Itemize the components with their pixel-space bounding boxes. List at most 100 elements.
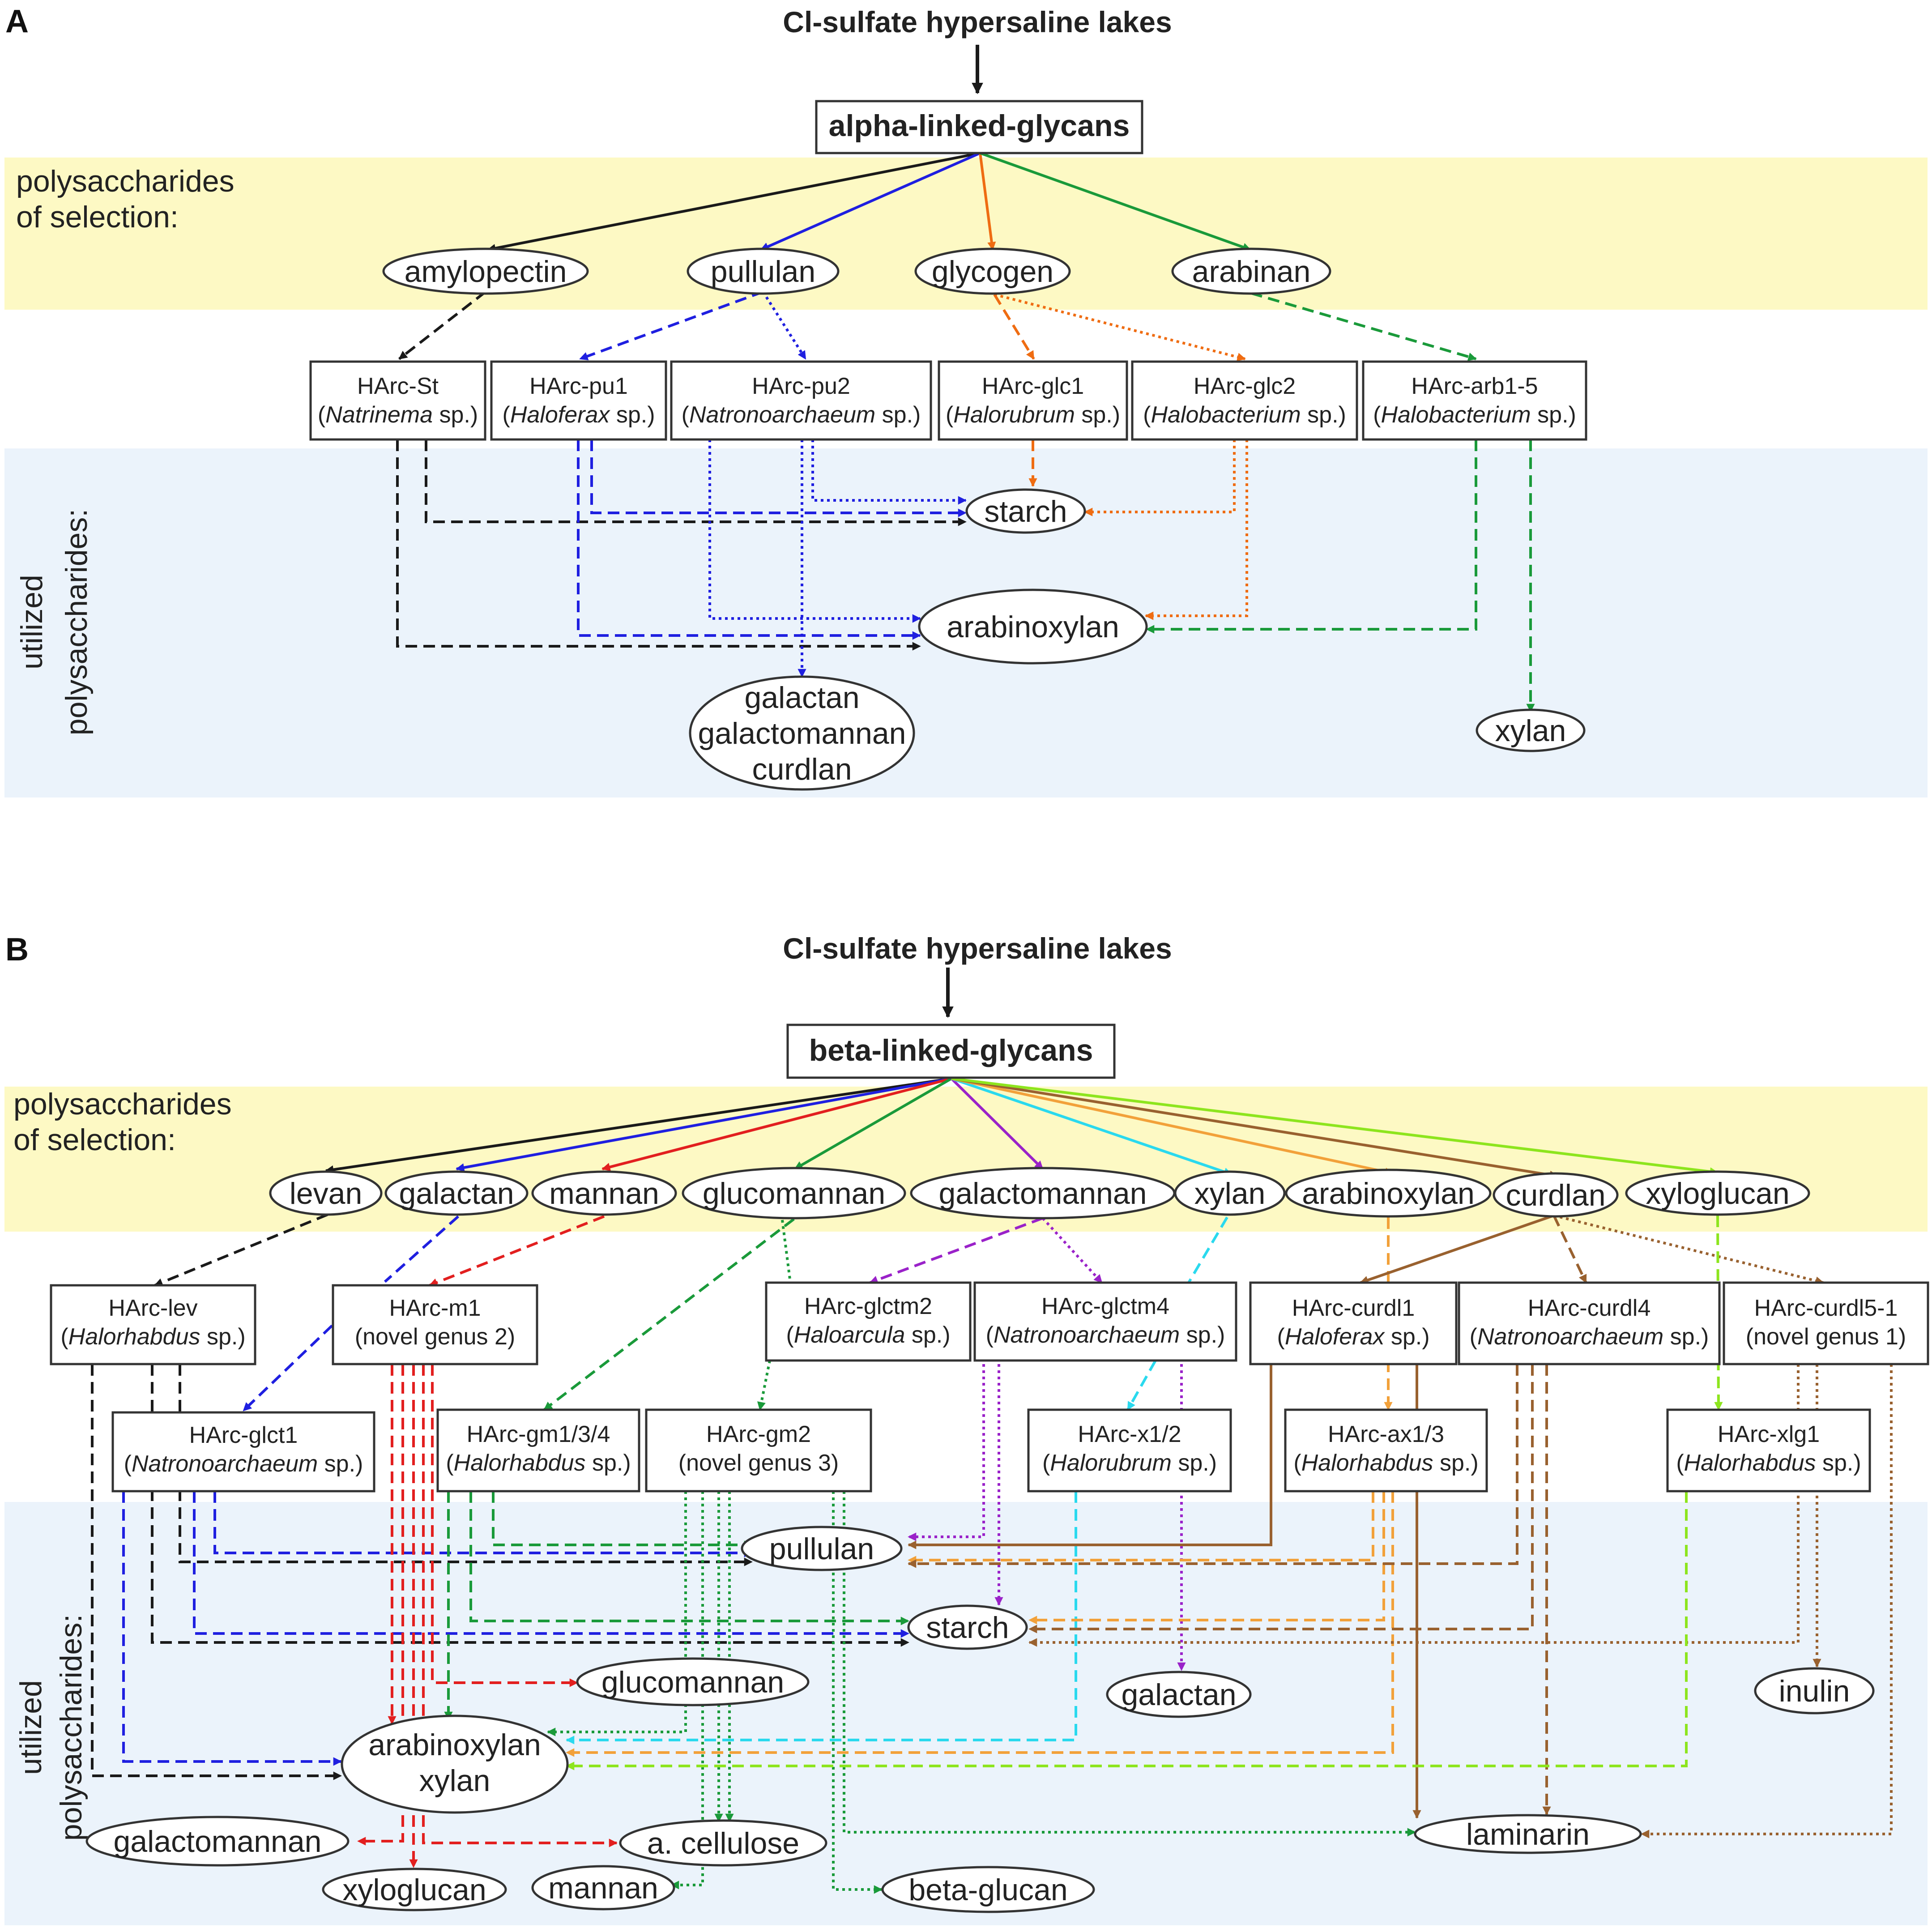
svg-text:(Halobacterium sp.): (Halobacterium sp.)	[1373, 402, 1576, 428]
node-a-galactan-group	[689, 675, 915, 791]
panel-b-utilized-label-rotated: utilized polysaccharides:	[14, 1614, 88, 1841]
arrow-ax13-arabinoxylan	[566, 1491, 1394, 1757]
svg-text:HArc-xlg1: HArc-xlg1	[1718, 1421, 1820, 1447]
panel-a-utilized: starch arabinoxylan galactan galactomann…	[689, 488, 1586, 791]
strain-harc-pu2: HArc-pu2 (Natronoarchaeum sp.)	[670, 360, 932, 441]
svg-text:polysaccharides:: polysaccharides:	[60, 509, 94, 735]
arrow-pu1-arabinoxylan	[577, 439, 921, 640]
arrow-glc2-arabinoxylan	[1145, 439, 1248, 620]
arrow-glct1-pullulan	[213, 1491, 753, 1557]
strain-harc-glct1: HArc-glct1 (Natronoarchaeum sp.)	[111, 1411, 375, 1493]
node-pullulan	[687, 247, 840, 295]
node-b-curdlan	[1493, 1172, 1619, 1218]
node-a-starch	[965, 488, 1086, 534]
arrow-gm2-mannan	[670, 1491, 704, 1889]
svg-text:utilized: utilized	[14, 1680, 48, 1775]
svg-text:HArc-gm1/3/4: HArc-gm1/3/4	[467, 1421, 610, 1447]
panel-b-root-label: beta-linked-glycans	[809, 1033, 1093, 1067]
node-b-u-laminarin-label: laminarin	[1466, 1817, 1590, 1851]
arrow-glycogen-glc1	[993, 294, 1035, 360]
strain-harc-m1: HArc-m1 (novel genus 2)	[332, 1284, 538, 1365]
arrow-levan-lev	[154, 1213, 328, 1287]
node-b-u-mannan	[531, 1865, 675, 1911]
panel-b-strains: HArc-lev (Halorhabdus sp.) HArc-m1 (nove…	[50, 1281, 1929, 1493]
panel-a-utilized-label-rotated: utilized polysaccharides:	[15, 509, 94, 735]
panel-a: A Cl-sulfate hypersaline lakes polysacch…	[4, 4, 1928, 798]
arrow-xylan-x12-b	[1126, 1360, 1157, 1411]
svg-text:HArc-pu2: HArc-pu2	[752, 373, 850, 399]
panel-a-root-label: alpha-linked-glycans	[829, 109, 1130, 143]
node-b-levan-label: levan	[290, 1177, 363, 1211]
svg-text:(Haloferax sp.): (Haloferax sp.)	[1277, 1324, 1429, 1350]
node-a-galactomannan-label: galactomannan	[698, 717, 906, 751]
arrow-root-mannan	[601, 1077, 952, 1171]
arrow-st-starch	[425, 439, 967, 526]
node-amylopectin	[382, 247, 589, 295]
panel-a-letter: A	[5, 4, 29, 39]
strain-harc-lev: HArc-lev (Halorhabdus sp.)	[50, 1284, 256, 1365]
svg-text:(novel genus 2): (novel genus 2)	[355, 1324, 515, 1350]
arrow-galactomannan-glctm2	[869, 1217, 1044, 1284]
svg-text:(Halorhabdus sp.): (Halorhabdus sp.)	[60, 1324, 245, 1350]
strain-harc-glctm4: HArc-glctm4 (Natronoarchaeum sp.)	[973, 1281, 1237, 1362]
node-b-u-betaglucan	[881, 1866, 1095, 1913]
arrow-glct1-arabinoxylan	[122, 1491, 342, 1766]
svg-text:(Haloferax sp.): (Haloferax sp.)	[502, 402, 655, 428]
panel-a-connectors	[396, 45, 1535, 712]
svg-text:HArc-glct1: HArc-glct1	[189, 1422, 298, 1448]
svg-text:HArc-arb1-5: HArc-arb1-5	[1411, 373, 1538, 399]
svg-text:utilized: utilized	[15, 575, 49, 670]
svg-text:HArc-curdl1: HArc-curdl1	[1292, 1295, 1415, 1321]
node-a-xylan	[1476, 708, 1586, 752]
node-b-u-glucomannan-label: glucomannan	[601, 1665, 784, 1699]
node-b-xylan-label: xylan	[1194, 1177, 1266, 1211]
svg-text:(novel genus 1): (novel genus 1)	[1746, 1324, 1906, 1350]
arrow-glucomannan-gm134	[543, 1218, 795, 1411]
strain-harc-ax13: HArc-ax1/3 (Halorhabdus sp.)	[1284, 1408, 1488, 1493]
svg-text:HArc-m1: HArc-m1	[389, 1295, 481, 1321]
node-b-galactomannan-label: galactomannan	[938, 1177, 1147, 1211]
arrow-gm2-laminarin	[843, 1491, 1416, 1837]
svg-text:HArc-glctm4: HArc-glctm4	[1041, 1293, 1169, 1319]
node-b-u-inulin	[1754, 1667, 1875, 1714]
arrow-lev-pullulan	[179, 1364, 753, 1566]
arrow-galactan-glct1	[384, 1215, 459, 1283]
svg-text:HArc-glctm2: HArc-glctm2	[804, 1293, 932, 1319]
panel-b-source: Cl-sulfate hypersaline lakes	[783, 932, 1172, 965]
node-b-u-galactan	[1106, 1671, 1252, 1718]
node-b-u-galactan-label: galactan	[1121, 1678, 1236, 1712]
node-b-xyloglucan-label: xyloglucan	[1646, 1177, 1789, 1211]
arrow-curdl1-pullulan	[908, 1364, 1272, 1549]
arrow-root-arabinan	[979, 152, 1251, 252]
arrow-root-glycogen	[979, 153, 996, 251]
node-b-levan	[269, 1170, 383, 1216]
node-b-u-pullulan	[741, 1526, 903, 1571]
svg-text:(Natrinema sp.): (Natrinema sp.)	[318, 402, 478, 428]
node-b-mannan	[531, 1170, 677, 1216]
node-b-mannan-label: mannan	[549, 1177, 659, 1211]
arrow-pullulan-pu2	[762, 291, 807, 360]
node-b-u-laminarin	[1414, 1814, 1642, 1854]
strain-harc-curdl1: HArc-curdl1 (Haloferax sp.)	[1249, 1281, 1458, 1365]
strain-harc-gm2: HArc-gm2 (novel genus 3)	[645, 1408, 872, 1493]
svg-text:(Halorhabdus sp.): (Halorhabdus sp.)	[446, 1450, 631, 1476]
strain-harc-x12: HArc-x1/2 (Halorubrum sp.)	[1027, 1408, 1232, 1493]
strain-harc-curdl5-1: HArc-curdl5-1 (novel genus 1)	[1723, 1281, 1929, 1365]
arrow-curdlan-curdl4	[1552, 1215, 1587, 1284]
svg-text:(Natronoarchaeum sp.): (Natronoarchaeum sp.)	[124, 1451, 363, 1477]
node-b-u-xyloglucan	[322, 1868, 507, 1911]
node-b-u-arabinoxylan-label: arabinoxylan	[368, 1728, 541, 1762]
node-b-u-pullulan-label: pullulan	[769, 1532, 874, 1566]
node-b-u-starch	[907, 1604, 1028, 1650]
svg-text:(Halorhabdus sp.): (Halorhabdus sp.)	[1293, 1450, 1478, 1476]
svg-text:HArc-St: HArc-St	[357, 373, 439, 399]
svg-text:(Haloarcula sp.): (Haloarcula sp.)	[786, 1322, 950, 1348]
node-b-u-cellulose-label: a. cellulose	[647, 1826, 799, 1860]
node-b-u-inulin-label: inulin	[1779, 1674, 1850, 1708]
arrow-glucomannan-gm2	[757, 1360, 771, 1411]
arrow-curdl5-starch	[1028, 1364, 1800, 1647]
panel-b-selected: levan galactan mannan glucomannan galact…	[269, 1167, 1810, 1220]
strain-harc-glctm2: HArc-glctm2 (Haloarcula sp.)	[765, 1281, 972, 1362]
arrow-gm134-starch	[469, 1491, 909, 1625]
